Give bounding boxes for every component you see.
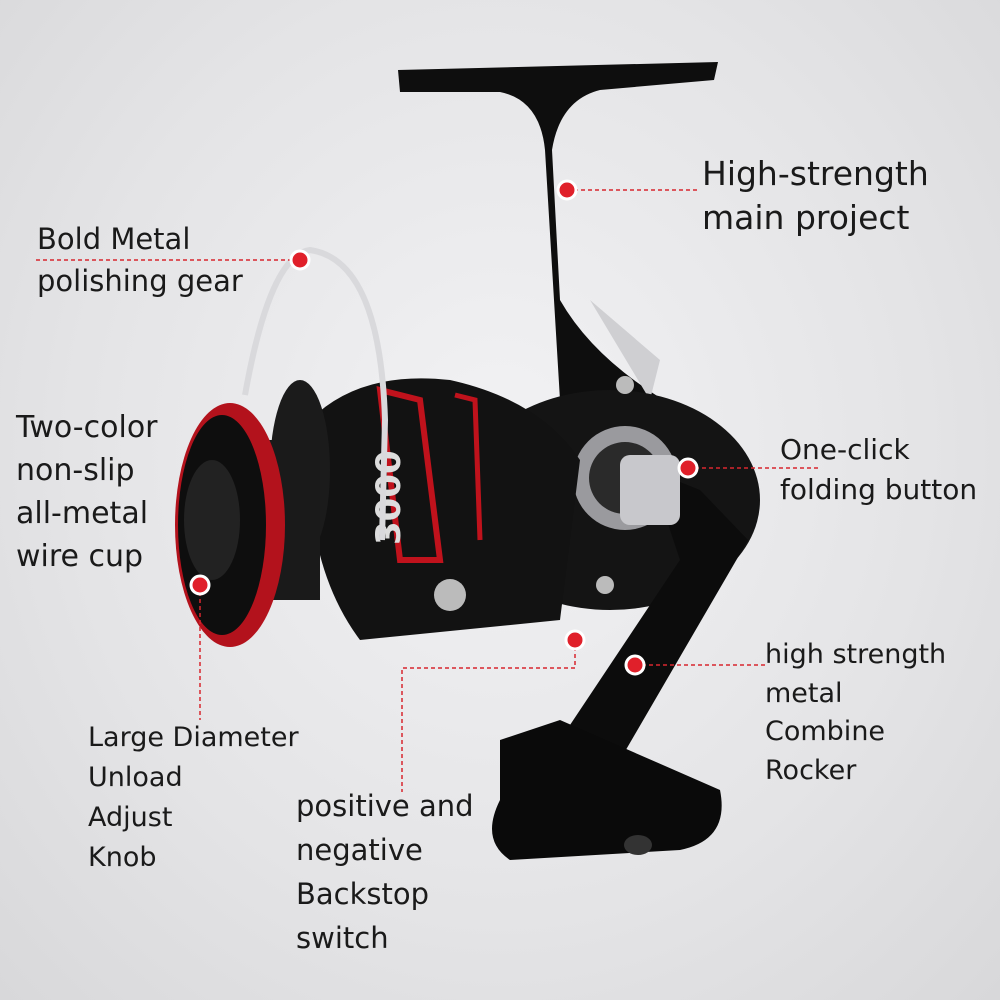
- callout-line: metal: [765, 677, 843, 709]
- callout-wire-cup: Two-color non-slip all-metal wire cup: [16, 406, 158, 578]
- handle-arm: [560, 470, 748, 760]
- callout-line: positive and: [296, 789, 474, 823]
- callout-polishing-gear: Bold Metal polishing gear: [37, 218, 243, 302]
- callout-line: Two-color: [16, 410, 158, 445]
- callout-folding-button: One-click folding button: [780, 430, 977, 510]
- handle-knob: [492, 720, 722, 860]
- callout-line: Unload: [88, 762, 183, 793]
- callout-line: Adjust: [88, 802, 173, 833]
- callout-backstop-switch: positive and negative Backstop switch: [296, 784, 474, 960]
- callout-line: Knob: [88, 842, 157, 873]
- spool-model-text: 3000: [369, 450, 409, 545]
- bail-wire: [242, 246, 389, 541]
- callout-unload-knob: Large Diameter Unload Adjust Knob: [88, 718, 299, 878]
- callout-line: all-metal: [16, 496, 149, 531]
- rotor: [308, 378, 580, 640]
- callout-line: wire cup: [16, 539, 144, 574]
- callout-line: High-strength: [702, 154, 929, 193]
- callout-line: Rocker: [765, 754, 857, 786]
- callout-main-project: High-strength main project: [702, 152, 929, 240]
- callout-line: high strength: [765, 639, 947, 670]
- callout-line: One-click: [780, 433, 910, 466]
- callout-line: Bold Metal: [37, 222, 191, 256]
- callout-line: non-slip: [16, 453, 135, 488]
- leader-lines: [36, 189, 820, 792]
- callout-line: Backstop: [296, 877, 430, 911]
- callout-line: folding button: [780, 473, 978, 506]
- callout-line: Large Diameter: [88, 722, 299, 753]
- callout-dots: [189, 179, 699, 676]
- callout-line: Combine: [765, 716, 886, 747]
- callout-rocker: high strength metal Combine Rocker: [765, 636, 946, 790]
- callout-line: polishing gear: [37, 264, 243, 298]
- callout-line: negative: [296, 833, 423, 867]
- callout-line: main project: [702, 198, 910, 237]
- callout-line: switch: [296, 921, 389, 955]
